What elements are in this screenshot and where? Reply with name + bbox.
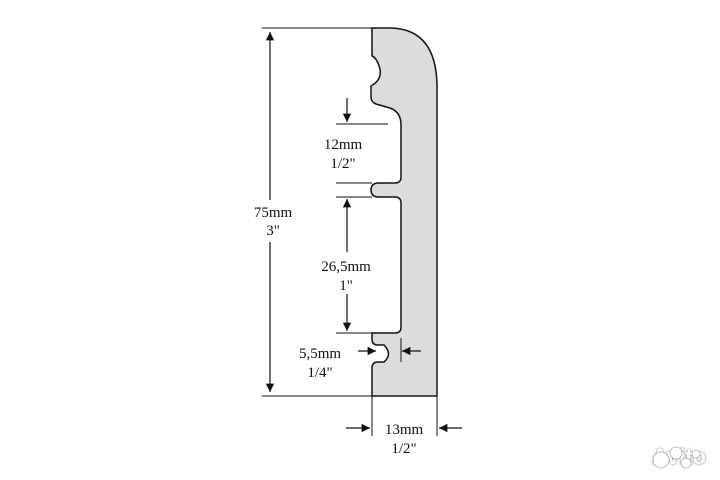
thickness-imperial: 1/2"	[391, 441, 416, 457]
middle-gap-metric: 26,5mm	[321, 259, 371, 275]
groove-depth-metric: 5,5mm	[299, 346, 341, 362]
avito-watermark: Avito	[652, 444, 706, 470]
total-height-imperial: 3"	[266, 223, 280, 239]
middle-gap-imperial: 1"	[339, 278, 353, 294]
avito-dots-icon	[652, 446, 701, 469]
upper-gap-imperial: 1/2"	[330, 156, 355, 172]
groove-depth-imperial: 1/4"	[307, 365, 332, 381]
upper-gap-metric: 12mm	[324, 137, 363, 153]
skirting-profile-shape	[370, 27, 438, 397]
total-height-metric: 75mm	[254, 205, 293, 221]
thickness-metric: 13mm	[385, 422, 424, 438]
